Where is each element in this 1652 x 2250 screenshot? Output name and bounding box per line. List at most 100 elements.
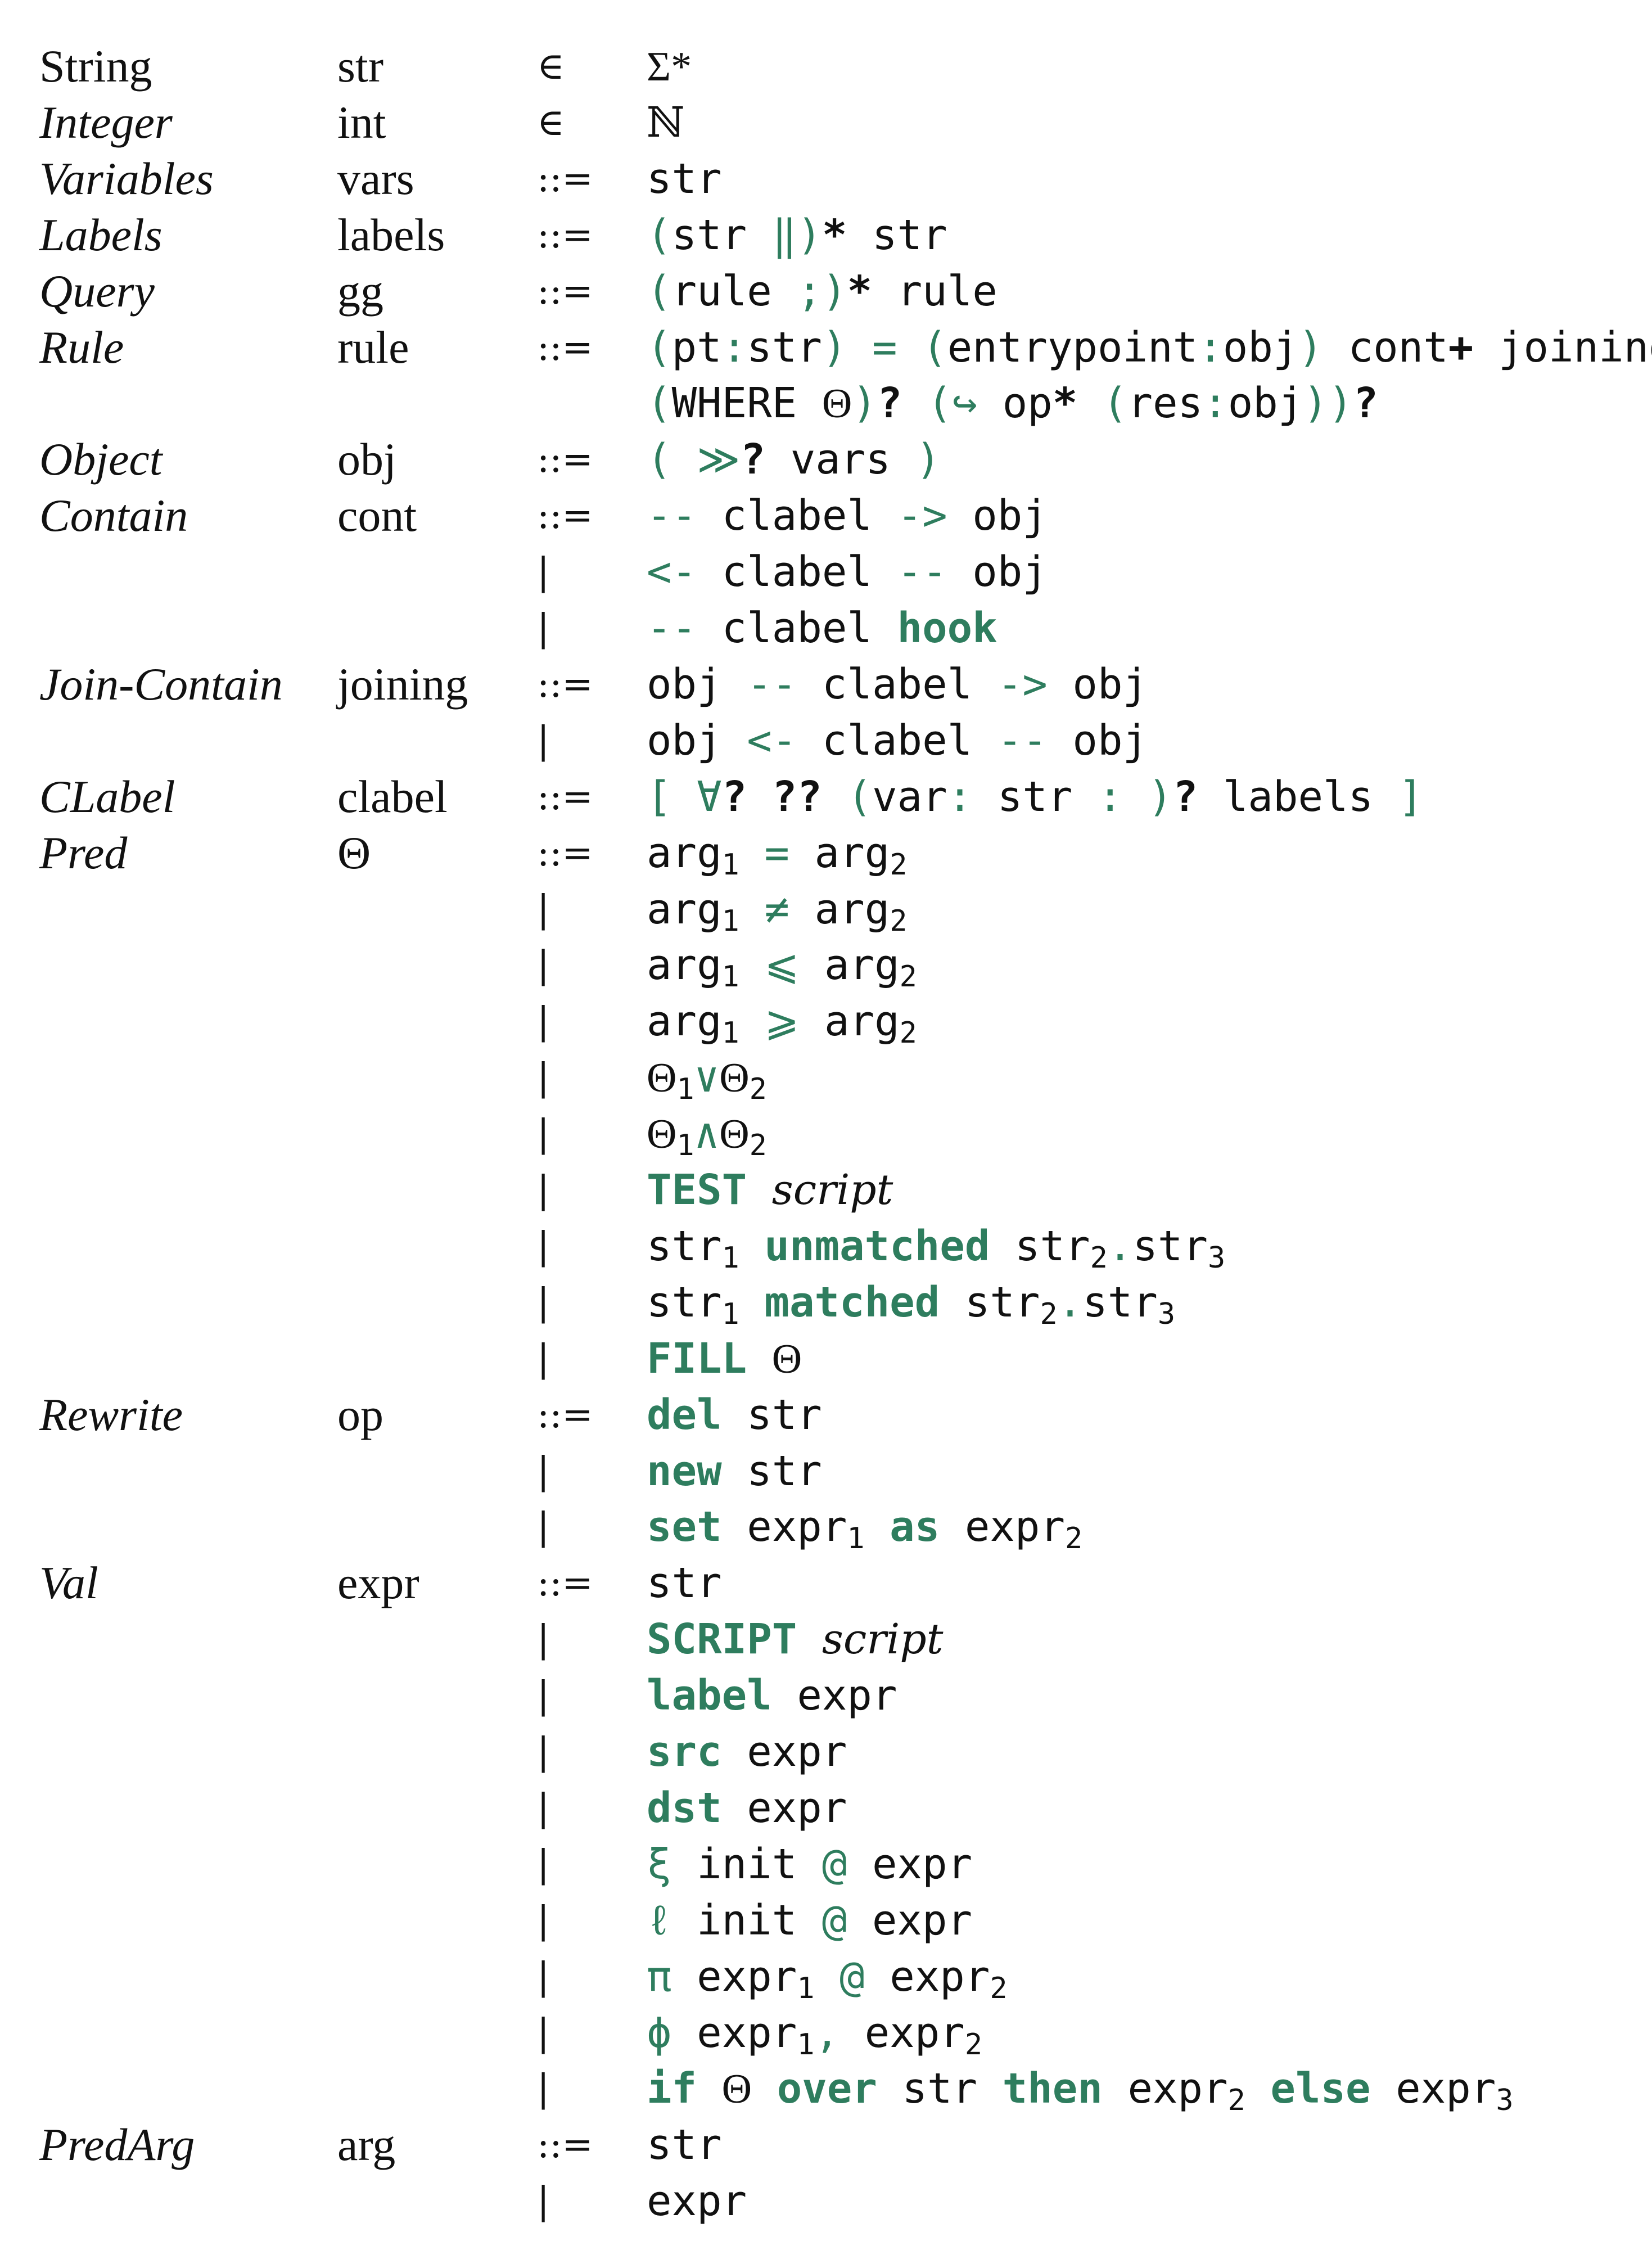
production-operator: | xyxy=(537,1842,550,1886)
production-operator: | xyxy=(537,718,550,762)
production-operator: | xyxy=(537,1730,550,1773)
production-rhs: ( ≫? vars ) xyxy=(647,435,941,484)
production-operator: ::= xyxy=(537,213,593,256)
production-rhs: arg1 ⩽ arg2 xyxy=(647,941,917,994)
production-rhs: SCRIPT script xyxy=(647,1615,944,1664)
production-operator: ::= xyxy=(537,774,593,818)
production-rhs: (WHERE Θ)? (↪ op* (res:obj))? xyxy=(647,379,1379,428)
production-operator: | xyxy=(537,887,550,931)
production-operator: | xyxy=(537,1336,550,1380)
production-operator: ::= xyxy=(537,2123,593,2167)
grammar-row: | SCRIPT script xyxy=(0,1611,1652,1667)
nonterminal-name: Integer xyxy=(39,96,173,148)
production-operator: | xyxy=(537,1617,550,1661)
production-rhs: str xyxy=(647,1559,722,1608)
nonterminal-symbol: obj xyxy=(337,434,396,485)
production-operator: | xyxy=(537,1505,550,1549)
production-rhs: FILL Θ xyxy=(647,1334,802,1383)
production-operator: | xyxy=(537,2067,550,2111)
nonterminal-name: Labels xyxy=(39,209,163,260)
production-rhs: if Θ over str then expr2 else expr3 xyxy=(647,2064,1514,2118)
production-operator: | xyxy=(537,1449,550,1493)
nonterminal-symbol: clabel xyxy=(337,770,448,822)
production-operator: ::= xyxy=(537,831,593,874)
production-operator: | xyxy=(537,1168,550,1211)
grammar-row: | new str xyxy=(0,1443,1652,1499)
production-operator: | xyxy=(537,606,550,650)
grammar-row: (WHERE Θ)? (↪ op* (res:obj))? xyxy=(0,375,1652,431)
production-operator: | xyxy=(537,1674,550,1717)
production-operator: ::= xyxy=(537,325,593,369)
production-rhs: -- clabel hook xyxy=(647,604,997,652)
nonterminal-name: Rewrite xyxy=(39,1388,183,1440)
production-operator: | xyxy=(537,1112,550,1156)
production-operator: ::= xyxy=(537,662,593,706)
production-operator: | xyxy=(537,1898,550,1942)
production-operator: | xyxy=(537,550,550,594)
nonterminal-name: Contain xyxy=(39,490,188,542)
grammar-row: | FILL Θ xyxy=(0,1331,1652,1387)
production-rhs: dst expr xyxy=(647,1783,847,1832)
production-rhs: expr xyxy=(647,2177,747,2226)
production-rhs: str1 unmatched str2.str3 xyxy=(647,1221,1226,1275)
grammar-row: Object obj::= ( ≫? vars ) xyxy=(0,431,1652,488)
nonterminal-name: Object xyxy=(39,434,163,485)
production-rhs: del str xyxy=(647,1390,822,1439)
nonterminal-name: Val xyxy=(39,1557,98,1609)
grammar-row: |str1 unmatched str2.str3 xyxy=(0,1218,1652,1274)
production-rhs: TEST script xyxy=(647,1166,893,1214)
grammar-row: Rule rule::= (pt:str) = (entrypoint:obj) c… xyxy=(0,319,1652,376)
production-operator: ::= xyxy=(537,1561,593,1605)
nonterminal-symbol: Θ xyxy=(337,827,371,878)
nonterminal-name: Query xyxy=(39,265,155,317)
grammar-row: | set expr1 as expr2 xyxy=(0,1499,1652,1555)
production-rhs: arg1 ≠ arg2 xyxy=(647,885,908,938)
nonterminal-symbol: str xyxy=(337,40,383,92)
nonterminal-symbol: joining xyxy=(337,658,468,710)
grammar-row: |str1 matched str2.str3 xyxy=(0,1274,1652,1331)
grammar-row: |ϕ expr1, expr2 xyxy=(0,2005,1652,2061)
production-rhs: (pt:str) = (entrypoint:obj) cont+ joinin… xyxy=(647,323,1652,372)
production-operator: ::= xyxy=(537,269,593,313)
production-rhs: set expr1 as expr2 xyxy=(647,1503,1083,1556)
production-rhs: ℓ init @ expr xyxy=(647,1896,973,1945)
nonterminal-name: Join-Contain xyxy=(39,658,283,710)
production-rhs: label expr xyxy=(647,1671,897,1720)
nonterminal-symbol: rule xyxy=(337,321,409,373)
grammar-row: |arg1 ⩾ arg2 xyxy=(0,993,1652,1049)
production-operator: | xyxy=(537,2010,550,2054)
grammar-row: | ℓ init @ expr xyxy=(0,1892,1652,1949)
production-operator: | xyxy=(537,1280,550,1324)
production-rhs: new str xyxy=(647,1446,822,1495)
grammar-row: | ξ init @ expr xyxy=(0,1836,1652,1892)
grammar-row: |Θ1∨Θ2 xyxy=(0,1049,1652,1106)
nonterminal-symbol: cont xyxy=(337,490,417,542)
grammar-row: |π expr1 @ expr2 xyxy=(0,1949,1652,2005)
grammar-row: |src expr xyxy=(0,1724,1652,1780)
grammar-row: |expr xyxy=(0,2173,1652,2229)
nonterminal-name: String xyxy=(39,40,152,92)
grammar-row: | obj <- clabel -- obj xyxy=(0,713,1652,769)
nonterminal-name: Rule xyxy=(39,321,124,373)
nonterminal-symbol: arg xyxy=(337,2119,396,2171)
production-operator: ∈ xyxy=(537,44,565,88)
grammar-row: |dst expr xyxy=(0,1780,1652,1836)
nonterminal-name: PredArg xyxy=(39,2119,195,2171)
production-rhs: obj <- clabel -- obj xyxy=(647,716,1148,765)
production-operator: | xyxy=(537,999,550,1043)
production-operator: ::= xyxy=(537,1392,593,1436)
production-rhs: arg1 = arg2 xyxy=(647,828,908,882)
production-rhs: ξ init @ expr xyxy=(647,1839,973,1888)
production-rhs: str xyxy=(647,2121,722,2170)
production-operator: ::= xyxy=(537,438,593,481)
nonterminal-name: Variables xyxy=(39,152,214,204)
